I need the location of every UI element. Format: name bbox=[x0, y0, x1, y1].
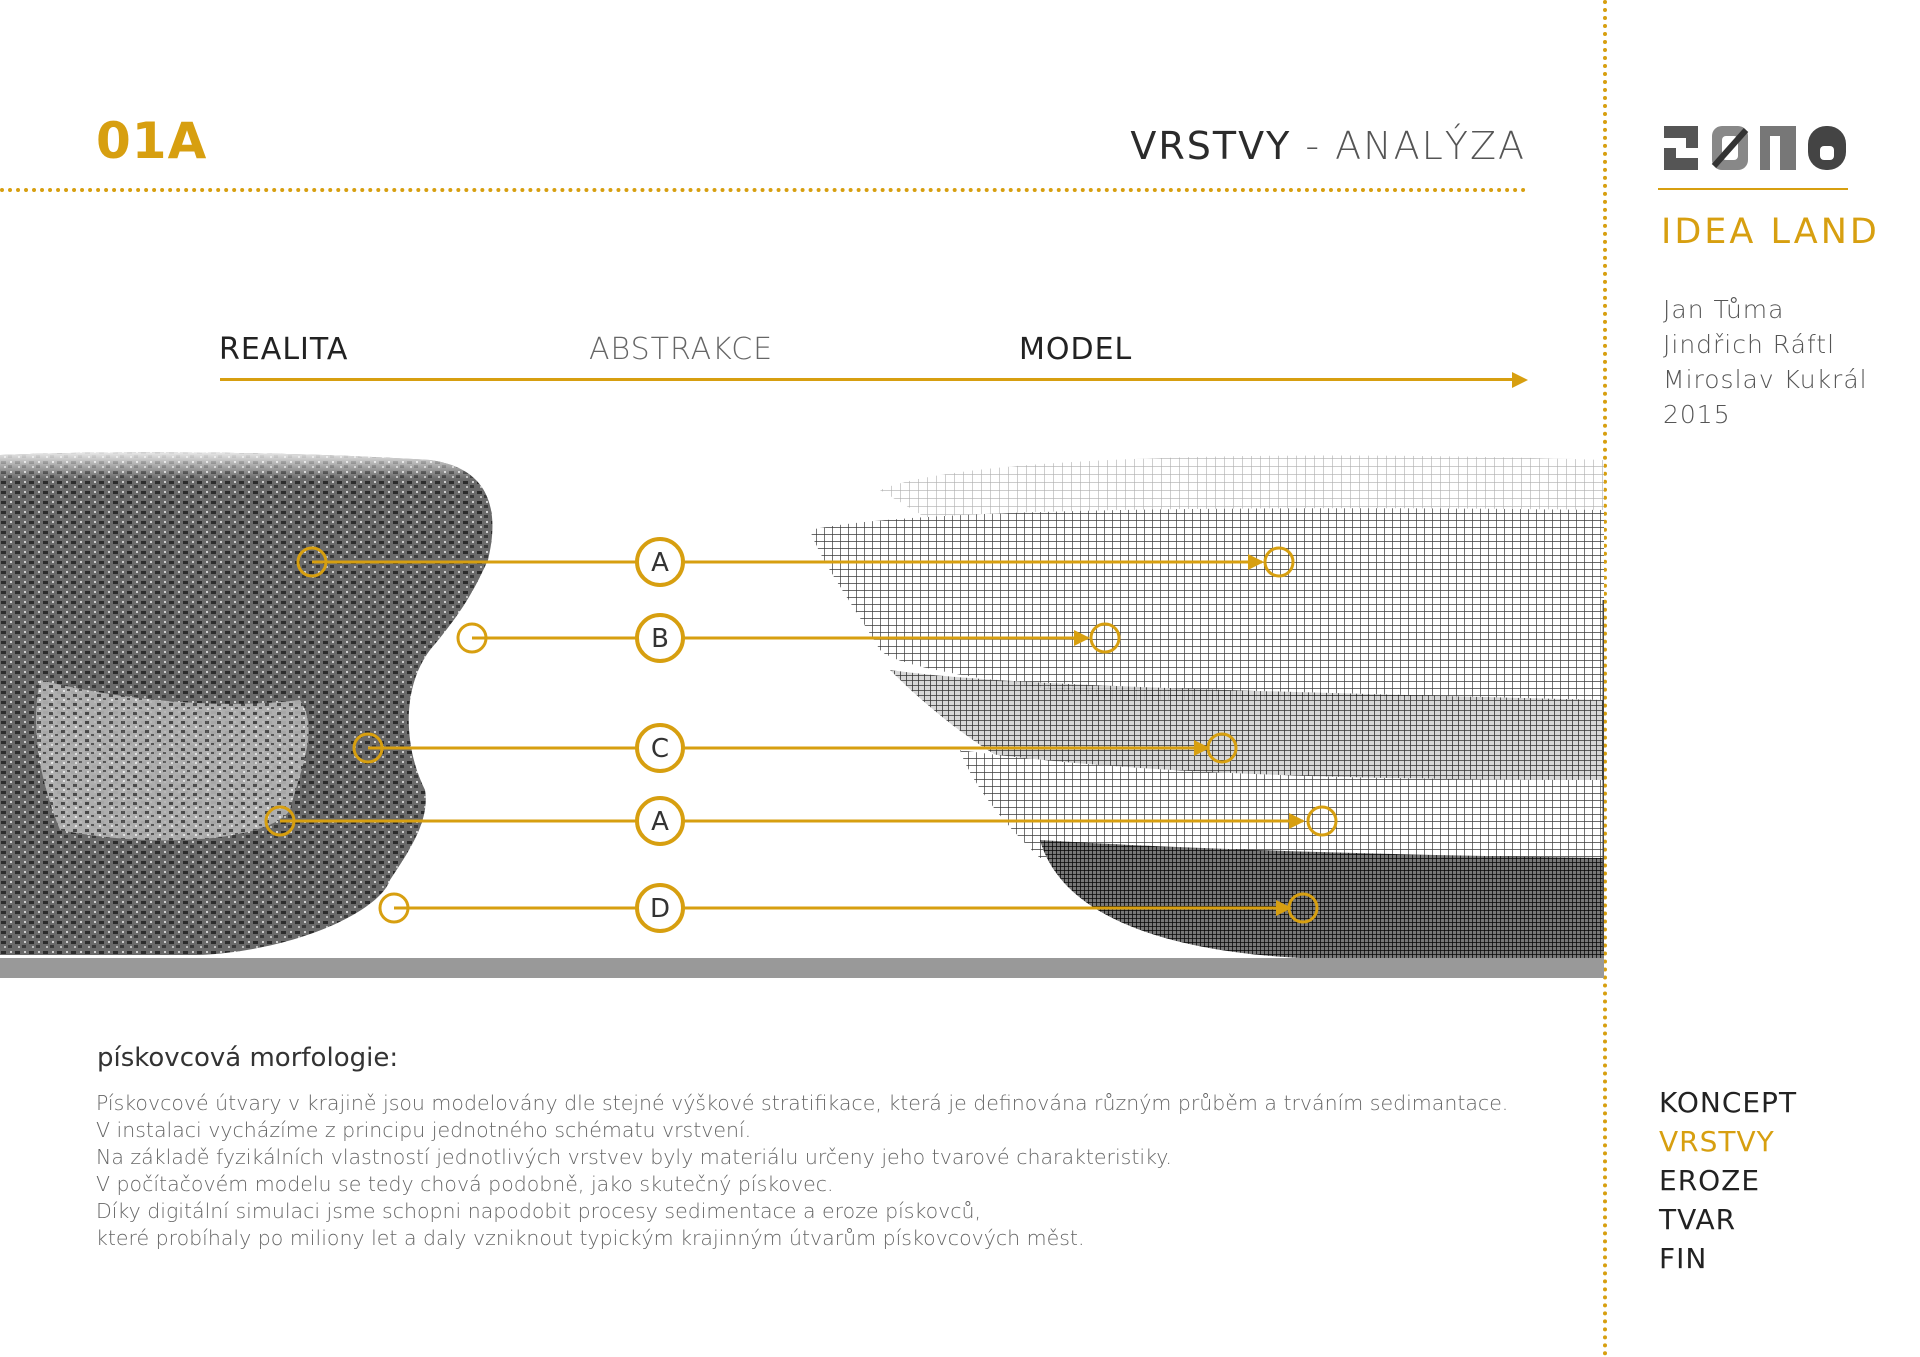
header-dotted-rule bbox=[0, 188, 1527, 192]
nav-koncept[interactable]: KONCEPT bbox=[1659, 1086, 1798, 1119]
sheet-title-separator: - bbox=[1291, 124, 1336, 168]
stage-realita: REALITA bbox=[219, 332, 349, 367]
nav-tvar[interactable]: TVAR bbox=[1659, 1203, 1737, 1236]
marker-a-bottom-label: A bbox=[651, 807, 669, 837]
description-line-3: Na základě fyzikálních vlastností jednot… bbox=[96, 1145, 1172, 1169]
authors: Jan Tůma Jindřich Ráftl Miroslav Kukrál … bbox=[1663, 292, 1868, 432]
sheet-title-main: VRSTVY bbox=[1130, 124, 1292, 168]
marker-c: C bbox=[635, 723, 685, 773]
marker-b: B bbox=[635, 613, 685, 663]
logo-rule bbox=[1658, 188, 1848, 190]
ground-strip bbox=[0, 958, 1604, 978]
connector-lines bbox=[280, 560, 1303, 910]
description-text: Pískovcové útvary v krajině jsou modelov… bbox=[96, 1090, 1556, 1252]
description-line-4: V počítačovém modelu se tedy chová podob… bbox=[96, 1172, 834, 1196]
marker-d-label: D bbox=[650, 894, 670, 924]
stage-abstrakce: ABSTRAKCE bbox=[589, 332, 774, 367]
marker-a-bottom: A bbox=[635, 796, 685, 846]
author-1: Jan Tůma bbox=[1663, 295, 1785, 324]
logo-2016 bbox=[1664, 126, 1846, 170]
stage-model: MODEL bbox=[1019, 332, 1133, 367]
marker-a-top: A bbox=[635, 537, 685, 587]
process-arrow-head bbox=[1512, 372, 1528, 388]
sidebar-dotted-rule bbox=[1603, 0, 1607, 1357]
section-nav: KONCEPT VRSTVY EROZE TVAR FIN bbox=[1659, 1083, 1797, 1278]
rock-photo bbox=[0, 452, 493, 955]
project-name: IDEA LAND bbox=[1661, 212, 1880, 252]
description-line-6: které probíhaly po miliony let a daly vz… bbox=[96, 1226, 1085, 1250]
connector-arrowheads bbox=[1074, 554, 1305, 916]
nav-fin[interactable]: FIN bbox=[1659, 1242, 1708, 1275]
description-title: pískovcová morfologie: bbox=[97, 1043, 399, 1073]
nav-eroze[interactable]: EROZE bbox=[1659, 1164, 1761, 1197]
marker-c-label: C bbox=[651, 734, 669, 764]
endpoint-circles bbox=[264, 546, 1338, 924]
year: 2015 bbox=[1663, 400, 1731, 429]
process-arrow-line bbox=[220, 378, 1515, 381]
description-line-5: Díky digitální simulaci jsme schopni nap… bbox=[96, 1199, 982, 1223]
mesh-model bbox=[810, 455, 1604, 958]
marker-d: D bbox=[635, 883, 685, 933]
author-2: Jindřich Ráftl bbox=[1663, 330, 1836, 359]
marker-b-label: B bbox=[651, 624, 669, 654]
marker-a-top-label: A bbox=[651, 548, 669, 578]
description-line-1: Pískovcové útvary v krajině jsou modelov… bbox=[96, 1091, 1509, 1115]
description-line-2: V instalaci vycházíme z principu jednotn… bbox=[96, 1118, 752, 1142]
sheet-title: VRSTVY - ANALÝZA bbox=[1130, 124, 1526, 168]
sheet-title-sub: ANALÝZA bbox=[1335, 124, 1526, 168]
author-3: Miroslav Kukrál bbox=[1663, 365, 1868, 394]
sheet-code: 01A bbox=[96, 112, 208, 170]
layer-analysis-figure: A B C A D bbox=[0, 452, 1604, 958]
nav-vrstvy[interactable]: VRSTVY bbox=[1659, 1125, 1775, 1158]
